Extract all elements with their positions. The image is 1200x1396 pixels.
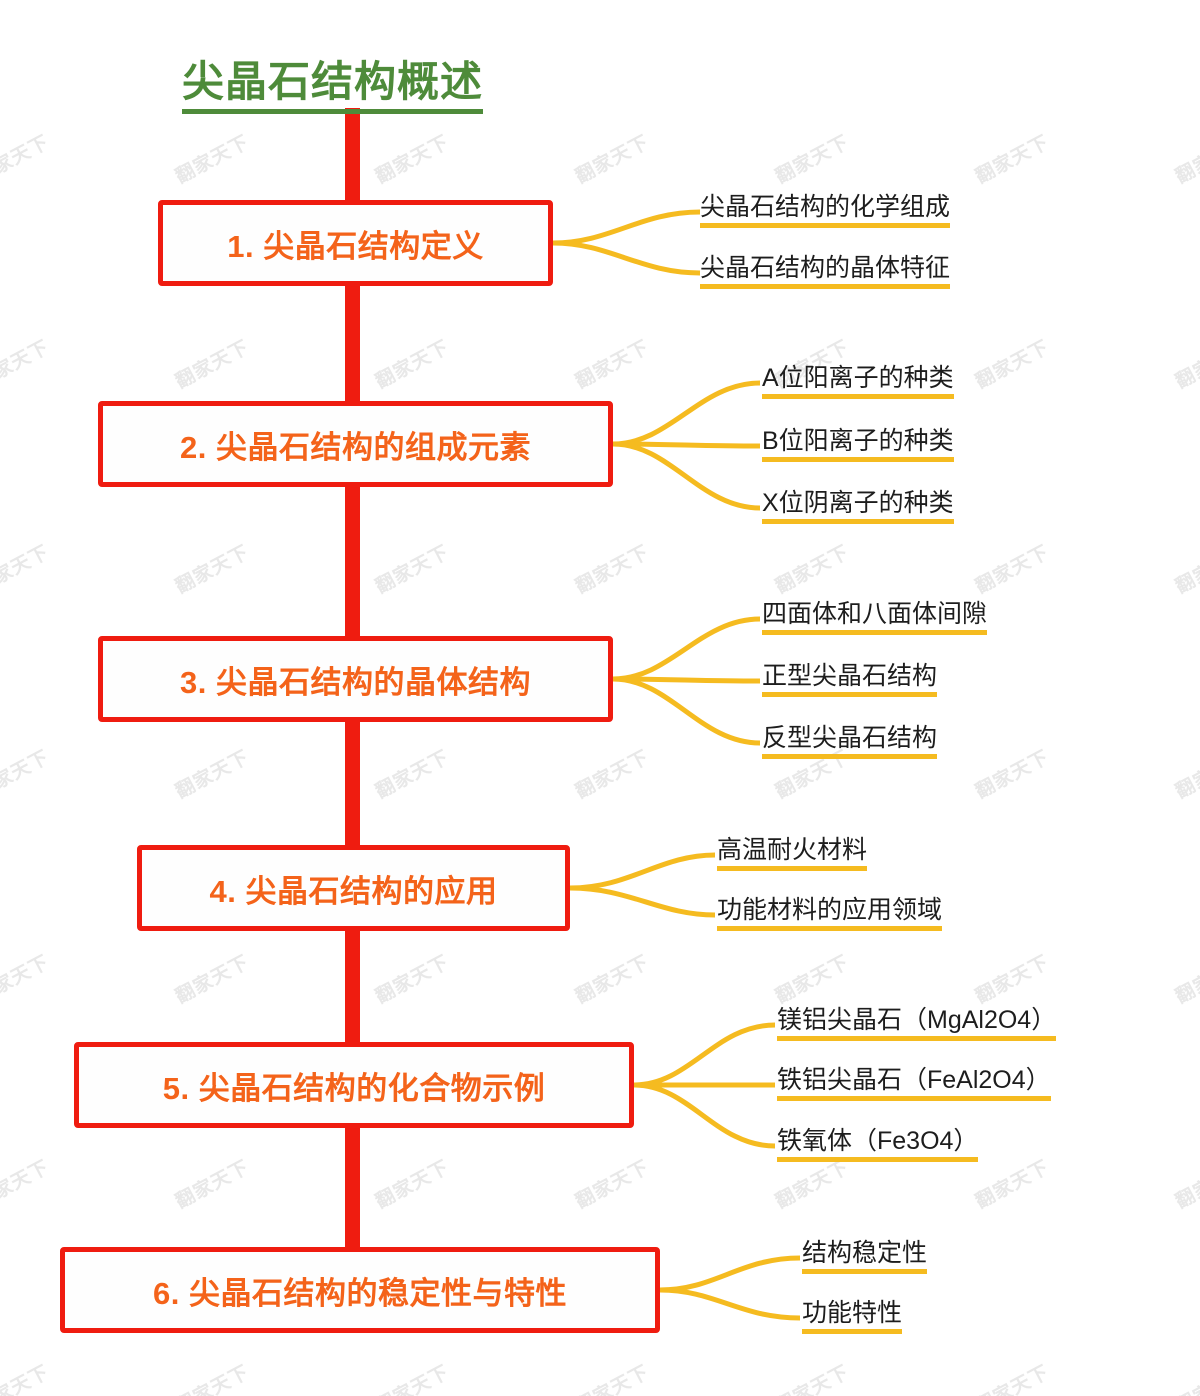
leaf-5-1[interactable]: 镁铝尖晶石（MgAl2O4）: [777, 1006, 1057, 1041]
watermark-text: 翻家天下: [0, 746, 53, 803]
branch-1-1: [552, 209, 701, 246]
node-5-label: 5. 尖晶石结构的化合物示例: [162, 1070, 546, 1106]
node-4-label: 4. 尖晶石结构的应用: [209, 873, 498, 909]
watermark-text: 翻家天下: [172, 1361, 253, 1396]
watermark-text: 翻家天下: [1172, 336, 1200, 393]
branch-6-1: [659, 1255, 801, 1293]
watermark-text: 翻家天下: [172, 1156, 253, 1213]
watermark-text: 翻家天下: [572, 131, 653, 188]
branch-3-1: [612, 616, 761, 682]
watermark-text: 翻家天下: [572, 746, 653, 803]
watermark-text: 翻家天下: [1172, 1361, 1200, 1396]
watermark-text: 翻家天下: [372, 541, 453, 598]
leaf-2-2[interactable]: B位阳离子的种类: [762, 427, 954, 462]
watermark-text: 翻家天下: [372, 1361, 453, 1396]
leaf-6-2[interactable]: 功能特性: [802, 1299, 903, 1334]
watermark-text: 翻家天下: [772, 541, 853, 598]
watermark-text: 翻家天下: [0, 951, 53, 1008]
leaf-1-2[interactable]: 尖晶石结构的晶体特征: [700, 254, 951, 289]
watermark-text: 翻家天下: [372, 951, 453, 1008]
watermark-text: 翻家天下: [772, 131, 853, 188]
watermark-text: 翻家天下: [372, 131, 453, 188]
branch-3-3: [612, 676, 761, 746]
watermark-text: 翻家天下: [972, 131, 1053, 188]
watermark-text: 翻家天下: [172, 541, 253, 598]
watermark-text: 翻家天下: [972, 1156, 1053, 1213]
branch-2-2: [612, 441, 761, 449]
node-3-label: 3. 尖晶石结构的晶体结构: [180, 664, 531, 700]
leaf-4-1[interactable]: 高温耐火材料: [717, 836, 868, 871]
watermark-text: 翻家天下: [572, 336, 653, 393]
watermark-text: 翻家天下: [972, 541, 1053, 598]
leaf-2-1[interactable]: A位阳离子的种类: [762, 364, 954, 399]
node-1[interactable]: 1. 尖晶石结构定义: [158, 200, 553, 286]
branch-3-2: [612, 676, 761, 684]
watermark-text: 翻家天下: [972, 951, 1053, 1008]
branch-1-2: [552, 240, 701, 276]
watermark-text: 翻家天下: [0, 131, 53, 188]
node-4[interactable]: 4. 尖晶石结构的应用: [137, 845, 570, 931]
watermark-text: 翻家天下: [172, 131, 253, 188]
watermark-text: 翻家天下: [372, 1156, 453, 1213]
watermark-text: 翻家天下: [572, 951, 653, 1008]
leaf-3-2[interactable]: 正型尖晶石结构: [762, 662, 938, 697]
node-2-label: 2. 尖晶石结构的组成元素: [180, 429, 531, 465]
watermark-text: 翻家天下: [172, 746, 253, 803]
leaf-6-1[interactable]: 结构稳定性: [802, 1239, 928, 1274]
branch-2-1: [612, 380, 761, 447]
watermark-text: 翻家天下: [772, 1361, 853, 1396]
branch-4-1: [569, 852, 716, 891]
watermark-text: 翻家天下: [972, 746, 1053, 803]
leaf-5-3[interactable]: 铁氧体（Fe3O4）: [777, 1127, 979, 1162]
watermark-text: 翻家天下: [572, 541, 653, 598]
branch-2-3: [612, 441, 761, 511]
watermark-text: 翻家天下: [772, 951, 853, 1008]
watermark-text: 翻家天下: [1172, 746, 1200, 803]
watermark-text: 翻家天下: [572, 1361, 653, 1396]
watermark-text: 翻家天下: [372, 336, 453, 393]
watermark-text: 翻家天下: [1172, 1156, 1200, 1213]
node-3[interactable]: 3. 尖晶石结构的晶体结构: [98, 636, 613, 722]
watermark-text: 翻家天下: [172, 951, 253, 1008]
watermark-text: 翻家天下: [972, 1361, 1053, 1396]
watermark-text: 翻家天下: [372, 746, 453, 803]
watermark-text: 翻家天下: [572, 1156, 653, 1213]
branch-5-3: [633, 1082, 776, 1149]
watermark-text: 翻家天下: [0, 1361, 53, 1396]
leaf-5-2[interactable]: 铁铝尖晶石（FeAl2O4）: [777, 1066, 1051, 1101]
leaf-1-1[interactable]: 尖晶石结构的化学组成: [700, 193, 951, 228]
node-6-label: 6. 尖晶石结构的稳定性与特性: [153, 1275, 567, 1311]
node-5[interactable]: 5. 尖晶石结构的化合物示例: [74, 1042, 634, 1128]
watermark-text: 翻家天下: [972, 336, 1053, 393]
watermark-text: 翻家天下: [0, 1156, 53, 1213]
branch-4-2: [569, 885, 716, 918]
branch-6-2: [659, 1287, 801, 1321]
leaf-2-3[interactable]: X位阴离子的种类: [762, 489, 954, 524]
node-6[interactable]: 6. 尖晶石结构的稳定性与特性: [60, 1247, 660, 1333]
watermark-text: 翻家天下: [0, 541, 53, 598]
leaf-3-3[interactable]: 反型尖晶石结构: [762, 724, 938, 759]
watermark-text: 翻家天下: [772, 1156, 853, 1213]
leaf-3-1[interactable]: 四面体和八面体间隙: [762, 600, 988, 635]
leaf-4-2[interactable]: 功能材料的应用领域: [717, 896, 943, 931]
node-2[interactable]: 2. 尖晶石结构的组成元素: [98, 401, 613, 487]
watermark-text: 翻家天下: [1172, 541, 1200, 598]
branch-5-1: [633, 1022, 776, 1088]
page-title: 尖晶石结构概述: [182, 58, 484, 115]
watermark-text: 翻家天下: [1172, 131, 1200, 188]
node-1-label: 1. 尖晶石结构定义: [227, 228, 484, 264]
watermark-text: 翻家天下: [0, 336, 53, 393]
watermark-text: 翻家天下: [172, 336, 253, 393]
watermark-text: 翻家天下: [1172, 951, 1200, 1008]
